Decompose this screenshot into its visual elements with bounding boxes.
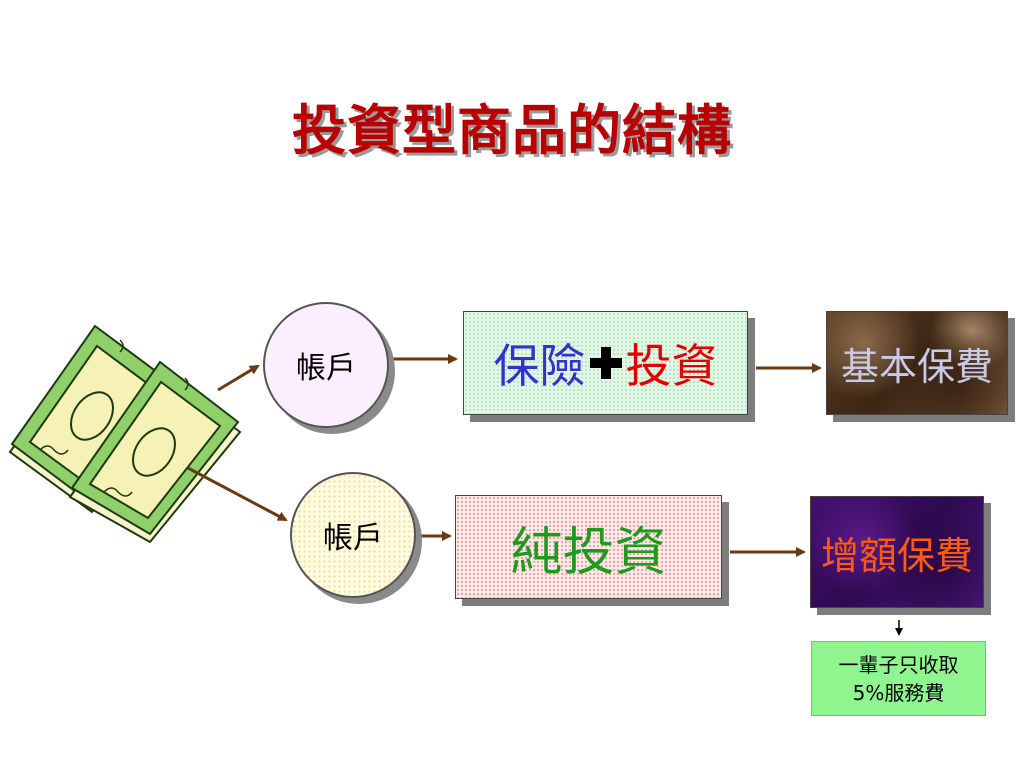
insurance-label: 保險 <box>493 339 586 393</box>
money-stack-icon <box>8 324 242 544</box>
investment-label: 投資 <box>625 339 718 393</box>
arrow-money-to-account-2 <box>187 466 288 522</box>
basic-premium-label: 基本保費 <box>840 344 993 389</box>
insurance-investment-box: 保險 投資 <box>463 311 748 415</box>
pure-investment-label: 純投資 <box>510 522 667 583</box>
fee-note-line-1: 一輩子只收取 <box>838 652 959 677</box>
plus-icon <box>589 347 622 379</box>
fee-note-line-2: 5%服務費 <box>852 680 945 705</box>
fee-note: 一輩子只收取 5%服務費 <box>811 641 986 716</box>
additional-premium-box: 增額保費 <box>810 496 984 608</box>
page-title: 投資型商品的結構 <box>292 98 732 162</box>
account-circle-2: 帳戶 <box>290 472 416 598</box>
account-label: 帳戶 <box>323 521 383 556</box>
account-label: 帳戶 <box>296 351 356 386</box>
arrow-money-to-account-1 <box>217 364 260 392</box>
additional-premium-label: 增額保費 <box>820 533 973 578</box>
pure-investment-box: 純投資 <box>455 495 722 599</box>
basic-premium-box: 基本保費 <box>826 311 1008 415</box>
account-circle-1: 帳戶 <box>263 302 389 428</box>
